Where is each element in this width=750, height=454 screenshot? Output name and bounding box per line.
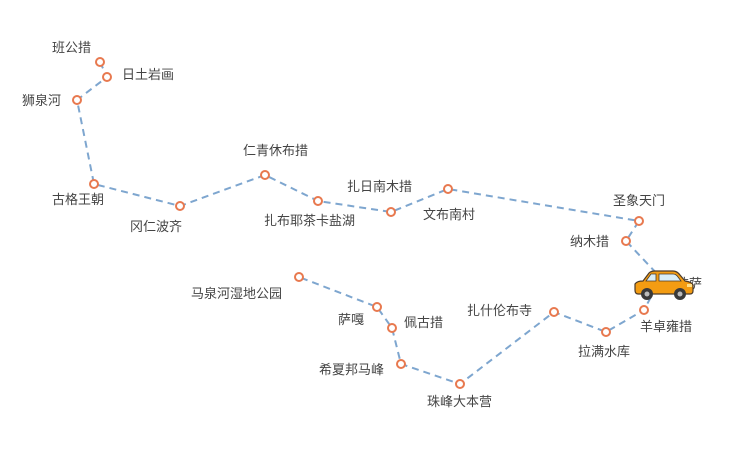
stop-marker xyxy=(455,379,465,389)
stop-label: 班公措 xyxy=(52,41,91,56)
stop-marker xyxy=(443,184,453,194)
stop-marker xyxy=(72,95,82,105)
stop-marker xyxy=(396,359,406,369)
stop-label: 羊卓雍措 xyxy=(640,319,692,335)
stop-marker xyxy=(175,201,185,211)
stop-label: 仁青休布措 xyxy=(243,144,308,159)
stop-label: 冈仁波齐 xyxy=(130,219,182,235)
stop-marker xyxy=(549,307,559,317)
stop-label: 狮泉河 xyxy=(22,93,61,109)
stops-layer xyxy=(72,57,666,389)
stop-label: 希夏邦马峰 xyxy=(319,363,384,378)
stop-marker xyxy=(634,216,644,226)
stop-marker xyxy=(95,57,105,67)
stop-marker xyxy=(601,327,611,337)
car-icon xyxy=(634,270,694,300)
stop-label: 拉满水库 xyxy=(578,344,630,360)
stop-label: 日土岩画 xyxy=(122,68,174,83)
stop-label: 扎日南木措 xyxy=(347,179,412,195)
stop-label: 纳木措 xyxy=(570,235,609,250)
stop-label: 文布南村 xyxy=(423,207,475,223)
stop-label: 圣象天门 xyxy=(613,194,665,209)
stop-label: 马泉河湿地公园 xyxy=(191,286,282,302)
stop-marker xyxy=(372,302,382,312)
stop-label: 佩古措 xyxy=(404,316,443,331)
stop-marker xyxy=(313,196,323,206)
stop-label: 扎什伦布寺 xyxy=(467,304,532,319)
stop-marker xyxy=(386,207,396,217)
stop-label: 萨嘎 xyxy=(338,313,364,328)
stop-label: 古格王朝 xyxy=(52,192,104,208)
stop-marker xyxy=(102,72,112,82)
stop-label: 珠峰大本营 xyxy=(427,395,492,410)
stop-label: 扎布耶茶卡盐湖 xyxy=(264,213,355,229)
stop-marker xyxy=(639,305,649,315)
stop-marker xyxy=(294,272,304,282)
stop-marker xyxy=(621,236,631,246)
stop-marker xyxy=(260,170,270,180)
stop-marker xyxy=(89,179,99,189)
stop-marker xyxy=(387,323,397,333)
